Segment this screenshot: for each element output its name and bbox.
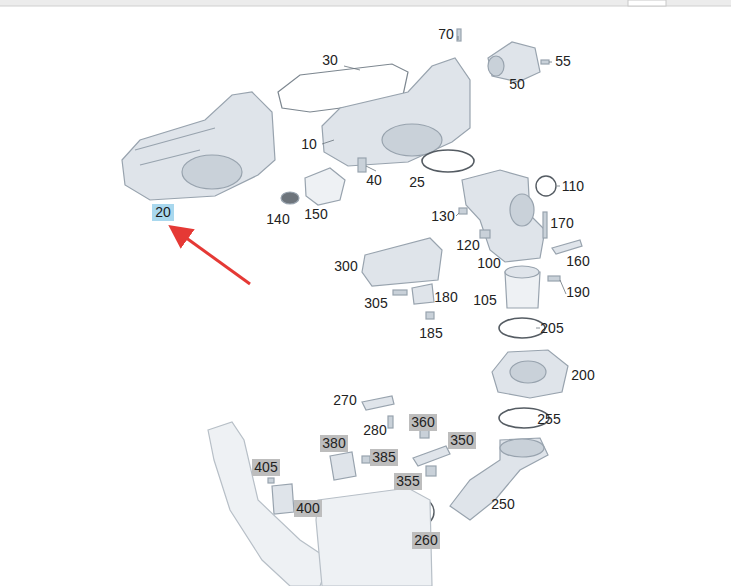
callout-number: 300 [333,258,358,275]
callout-number: 130 [430,208,455,225]
callout-number: 255 [536,411,561,428]
callout-number: 180 [433,289,458,306]
callout-number: 20 [152,204,174,221]
callout-number: 40 [365,172,383,189]
callout-number: 250 [490,496,515,513]
callout-number: 150 [303,206,328,223]
callout-number: 190 [565,284,590,301]
pointer-arrow [178,232,250,284]
callout-number: 50 [508,76,526,93]
callout-number: 120 [455,237,480,254]
callout-number: 405 [252,459,279,476]
callout-number: 355 [394,473,421,490]
callout-number: 70 [437,26,455,43]
top-bar [0,0,731,6]
parts [122,29,582,586]
callout-number: 280 [362,422,387,439]
callout-number: 110 [561,178,585,195]
callout-number: 385 [370,449,397,466]
callout-number: 305 [363,295,388,312]
callout-number: 25 [408,174,426,191]
callout-number: 140 [265,211,290,228]
callout-number: 200 [570,367,595,384]
callout-number: 185 [418,325,443,342]
callout-number: 400 [294,500,321,517]
callout-number: 350 [448,432,475,449]
callout-number: 10 [300,136,318,153]
callout-number: 105 [472,292,497,309]
callout-number: 30 [321,52,339,69]
callout-number: 170 [549,215,574,232]
callout-number: 205 [539,320,564,337]
callout-number: 360 [409,414,436,431]
callout-number: 270 [332,392,357,409]
callout-number: 100 [476,255,501,272]
leader-lines [322,36,566,328]
callout-number: 260 [412,532,439,549]
callout-number: 160 [565,253,590,270]
callout-number: 55 [554,53,572,70]
callout-number: 380 [320,435,347,452]
